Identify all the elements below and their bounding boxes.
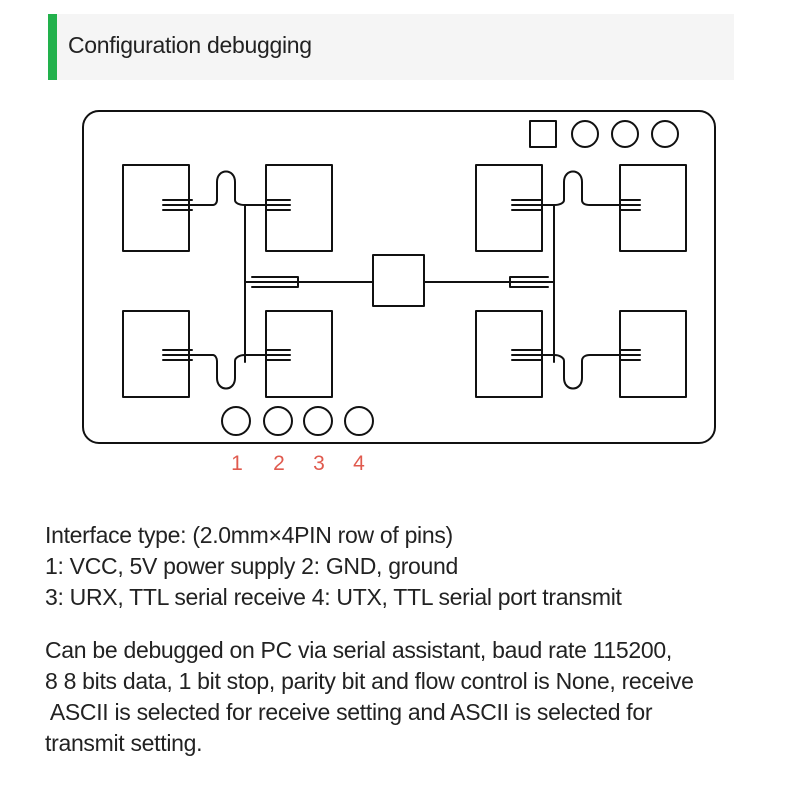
feed-traces <box>162 170 641 390</box>
pin-1-pad <box>221 406 251 436</box>
antenna-patch <box>619 164 687 252</box>
debug-line: ASCII is selected for receive setting an… <box>45 699 653 725</box>
pin-4-pad <box>344 406 374 436</box>
antenna-patch <box>122 164 190 252</box>
interface-description: Interface type: (2.0mm×4PIN row of pins)… <box>45 520 775 613</box>
round-pad <box>571 120 599 148</box>
trace <box>509 276 549 288</box>
pin-1-2-line: 1: VCC, 5V power supply 2: GND, ground <box>45 553 459 579</box>
antenna-patch <box>475 164 543 252</box>
round-pad <box>611 120 639 148</box>
pin-label-4: 4 <box>353 452 365 475</box>
pin-3-4-line: 3: URX, TTL serial receive 4: UTX, TTL s… <box>45 584 622 610</box>
section-header: Configuration debugging <box>48 14 734 80</box>
debug-line: transmit setting. <box>45 730 203 756</box>
trace <box>162 349 193 361</box>
antenna-patch <box>265 164 333 252</box>
page-title: Configuration debugging <box>68 32 312 58</box>
round-pad <box>651 120 679 148</box>
trace <box>265 199 291 211</box>
trace <box>162 199 193 211</box>
debug-description: Can be debugged on PC via serial assista… <box>45 635 775 759</box>
debug-line: Can be debugged on PC via serial assista… <box>45 637 672 663</box>
trace <box>619 199 641 211</box>
pin-3-pad <box>303 406 333 436</box>
center-chip <box>372 254 425 307</box>
module-board-diagram <box>82 110 716 444</box>
trace <box>511 349 543 361</box>
board-outline <box>82 110 716 444</box>
interface-type-line: Interface type: (2.0mm×4PIN row of pins) <box>45 522 453 548</box>
pin-label-1: 1 <box>231 452 243 475</box>
trace <box>265 349 291 361</box>
trace <box>162 354 291 390</box>
trace <box>511 199 543 211</box>
pin-2-pad <box>263 406 293 436</box>
trace <box>619 349 641 361</box>
debug-line: 8 8 bits data, 1 bit stop, parity bit an… <box>45 668 694 694</box>
trace <box>251 276 299 288</box>
pin-label-3: 3 <box>313 452 325 475</box>
trace <box>511 170 641 206</box>
header-accent-bar <box>48 14 57 80</box>
trace <box>511 354 641 390</box>
trace <box>162 170 291 206</box>
pin-label-2: 2 <box>273 452 285 475</box>
square-pad <box>529 120 557 148</box>
